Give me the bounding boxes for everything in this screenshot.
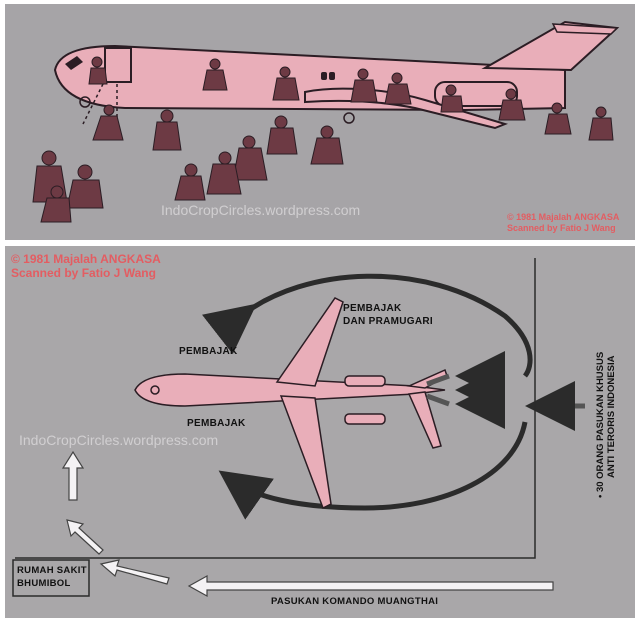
soldier-figure bbox=[440, 84, 464, 113]
soldier-figure bbox=[232, 135, 268, 181]
label-line: • 30 ORANG PASUKAN KHUSUS bbox=[595, 351, 606, 498]
credit-line-2: Scanned by Fatio J Wang bbox=[11, 266, 156, 280]
soldier-figure bbox=[152, 109, 182, 151]
label-line: DAN PRAMUGARI bbox=[343, 316, 434, 327]
watermark-text: IndoCropCircles.wordpress.com bbox=[19, 432, 219, 448]
hospital-box bbox=[12, 559, 90, 597]
commando-soldiers bbox=[32, 56, 614, 223]
copyright-credit: © 1981 Majalah ANGKASA Scanned by Fatio … bbox=[507, 212, 619, 234]
thai-commando-arrow bbox=[187, 574, 554, 598]
label-line: ANTI TERORIS INDONESIA bbox=[606, 355, 617, 478]
soldier-figure bbox=[350, 68, 378, 103]
airliner-illustration bbox=[32, 20, 620, 223]
soldier-figure bbox=[544, 102, 572, 135]
credit-line-1: © 1981 Majalah ANGKASA bbox=[11, 252, 161, 266]
label-line: BHUMIBOL bbox=[17, 578, 71, 589]
indo-force-bracket bbox=[15, 258, 536, 559]
soldier-figure bbox=[66, 164, 104, 209]
watermark-text: IndoCropCircles.wordpress.com bbox=[161, 202, 361, 218]
soldier-figure bbox=[588, 106, 614, 141]
soldier-figure bbox=[88, 56, 108, 85]
aircraft-engine-upper bbox=[344, 375, 386, 387]
aircraft-upper-wing bbox=[275, 297, 344, 387]
label-indonesian-force: • 30 ORANG PASUKAN KHUSUS ANTI TERORIS I… bbox=[595, 352, 617, 498]
soldier-figure bbox=[174, 163, 206, 201]
soldier-figure bbox=[206, 151, 242, 195]
copyright-credit: © 1981 Majalah ANGKASA Scanned by Fatio … bbox=[11, 252, 161, 280]
aircraft-body bbox=[134, 373, 446, 407]
aircraft-tail-lower bbox=[407, 391, 442, 449]
soldier-figure bbox=[202, 58, 228, 91]
soldier-figure bbox=[272, 66, 300, 101]
assault-illustration-panel: IndoCropCircles.wordpress.com © 1981 Maj… bbox=[5, 4, 635, 240]
evacuation-arrows bbox=[61, 450, 170, 585]
credit-line-1: © 1981 Majalah ANGKASA bbox=[507, 212, 620, 222]
aircraft-top-view bbox=[134, 297, 448, 510]
label-hijacker-left: PEMBAJAK bbox=[179, 346, 238, 357]
label-line: PEMBAJAK bbox=[343, 303, 402, 314]
encircle-arrow-bottom bbox=[218, 421, 528, 520]
soldier-figure bbox=[266, 115, 298, 155]
label-thai-commando: PASUKAN KOMANDO MUANGTHAI bbox=[271, 596, 439, 607]
credit-line-2: Scanned by Fatio J Wang bbox=[507, 223, 616, 233]
label-hijacker-bottom: PEMBAJAK bbox=[187, 418, 246, 429]
soldier-figure bbox=[498, 88, 526, 121]
tactical-diagram bbox=[12, 258, 585, 598]
aircraft-engine-lower bbox=[344, 413, 386, 425]
soldier-figure bbox=[92, 104, 124, 141]
soldier-figure bbox=[384, 72, 412, 105]
label-hijacker-stewardess: PEMBAJAK DAN PRAMUGARI bbox=[343, 302, 433, 328]
encircle-arrow-top bbox=[201, 273, 533, 378]
tactical-diagram-panel: © 1981 Majalah ANGKASA Scanned by Fatio … bbox=[5, 246, 635, 618]
soldier-figure bbox=[40, 185, 72, 223]
soldier-figure bbox=[310, 125, 344, 165]
label-line: RUMAH SAKIT bbox=[17, 565, 87, 576]
label-hospital: RUMAH SAKIT BHUMIBOL bbox=[17, 564, 87, 590]
aircraft-door bbox=[104, 47, 132, 83]
aircraft-lower-wing bbox=[279, 395, 332, 510]
